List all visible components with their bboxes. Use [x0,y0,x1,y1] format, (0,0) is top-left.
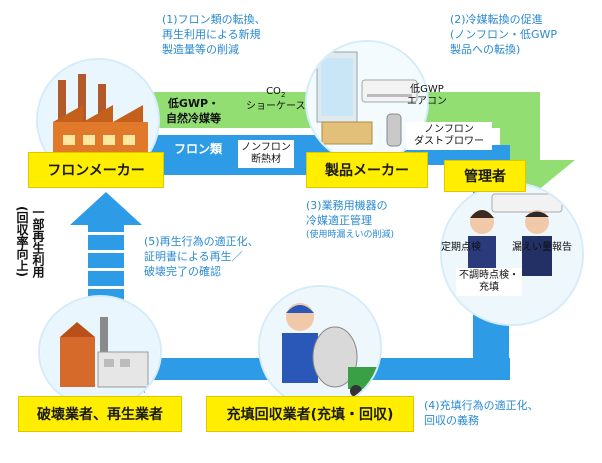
note-5-line1: (5)再生行為の適正化、 [144,235,259,248]
low-gwp-line2: 自然冷媒等 [166,112,221,125]
recycle-line2: (回収率向上) [15,206,29,277]
staff-icon [442,184,582,324]
low-gwp-ac-label: 低GWP エアコン [402,84,452,108]
product-maker-box: 製品メーカー [306,152,428,188]
ac-line2: エアコン [407,96,447,107]
blue-flow-left-arrowhead [70,192,142,225]
note-2-line1: (2)冷媒転換の促進 [450,13,543,26]
collector-box: 充填回収業者(充填・回収) [206,396,414,432]
note-5-line2: 証明書による再生／ [144,250,243,263]
green-flow-arrow [150,92,575,205]
malfunction-line2: 充填 [479,282,499,293]
manager-label: 管理者 [464,169,506,185]
ac-line1: 低GWP [410,84,444,95]
showcase-line: ショーケース [246,101,306,112]
duster-line2: ダストブロワー [414,136,484,147]
note-2-line3: 製品への転換) [450,43,521,56]
product-maker-label: 製品メーカー [325,163,409,179]
duster-line1: ノンフロン [424,124,474,135]
note-4: (4)充填行為の適正化、 回収の義務 [424,398,539,428]
periodic-inspection-label: 定期点検 [441,242,481,253]
freon-maker-box: フロンメーカー [28,152,164,188]
co2-line: CO2 [266,86,286,99]
recycle-vertical-label: 一部再生利用 (回収率向上) [14,206,46,341]
product-maker-illustration [305,40,429,164]
note-5-line3: 破壊完了の確認 [144,265,221,278]
co2-showcase-label: CO2 ショーケース [246,86,306,113]
collector-label: 充填回収業者(充填・回収) [226,407,394,423]
recycling-plant-icon [40,297,160,407]
note-4-line2: 回収の義務 [424,414,479,427]
note-3-line2: 冷媒適正管理 [306,214,372,227]
recycle-line1: 一部再生利用 [31,206,45,278]
note-1-line3: 製造量等の削減 [162,43,239,56]
low-gwp-label: 低GWP・ 自然冷媒等 [166,96,221,126]
non-freon-insulation-label: ノンフロン 断熱材 [238,140,294,168]
destroyer-illustration [38,295,162,409]
manager-box: 管理者 [444,160,526,192]
destroyer-box: 破壊業者、再生業者 [18,396,182,432]
malfunction-line1: 不調時点検・ [459,270,519,281]
leak-report-label: 漏えい量報告 [512,242,572,253]
collector-illustration [258,285,382,409]
insulation-line1: ノンフロン [241,142,291,153]
note-4-line1: (4)充填行為の適正化、 [424,399,539,412]
low-gwp-line1: 低GWP・ [167,97,220,110]
malfunction-inspection-label: 不調時点検・ 充填 [456,268,522,296]
note-1-line2: 再生利用による新規 [162,28,261,41]
note-3: (3)業務用機器の 冷媒適正管理 (使用時漏えいの削減) [306,198,394,243]
note-1: (1)フロン類の転換、 再生利用による新規 製造量等の削減 [162,12,266,57]
worker-icon [260,287,380,407]
note-2-line2: (ノンフロン・低GWP [450,28,557,41]
note-2: (2)冷媒転換の促進 (ノンフロン・低GWP 製品への転換) [450,12,557,57]
destroyer-label: 破壊業者、再生業者 [37,407,163,423]
note-3-line1: (3)業務用機器の [306,199,388,212]
freon-maker-label: フロンメーカー [47,163,145,179]
freon-label: フロン類 [174,142,223,156]
blue-flow-left-stripes [88,232,124,289]
non-freon-duster-label: ノンフロン ダストブロワー [406,122,492,150]
note-3-line3: (使用時漏えいの削減) [306,230,395,240]
insulation-line2: 断熱材 [251,154,281,165]
manager-illustration [440,182,584,326]
note-1-line1: (1)フロン類の転換、 [162,13,266,26]
note-5: (5)再生行為の適正化、 証明書による再生／ 破壊完了の確認 [144,234,259,279]
